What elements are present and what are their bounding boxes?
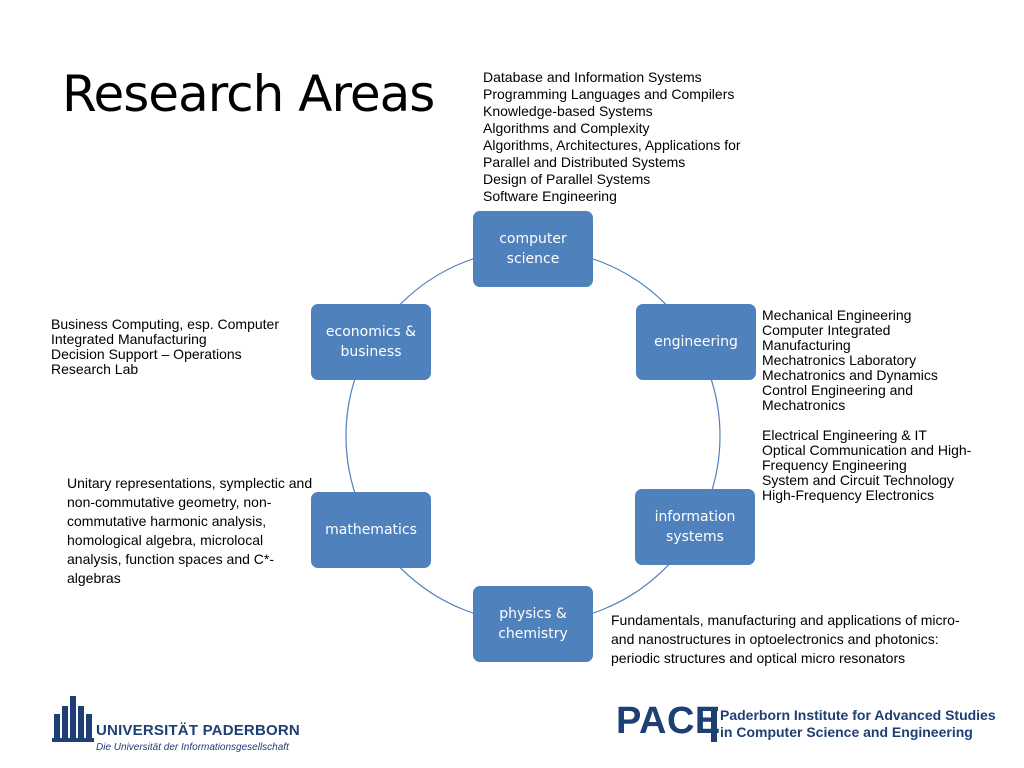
university-tagline: Die Universität der Informationsgesellsc… xyxy=(96,742,289,753)
topic-line: Decision Support – Operations xyxy=(51,346,242,362)
topic-line: Mechanical Engineering xyxy=(762,307,912,323)
topic-line: Manufacturing xyxy=(762,337,851,353)
physics-topics-text: Fundamentals, manufacturing and applicat… xyxy=(611,612,960,666)
mathematics-topics: Unitary representations, symplectic and … xyxy=(67,474,317,588)
node-engineering: engineering xyxy=(636,304,756,380)
topic-line: Control Engineering and xyxy=(762,382,913,398)
node-computer-science: computer science xyxy=(473,211,593,287)
topic-line: Business Computing, esp. Computer xyxy=(51,316,279,332)
topic-line: Mechatronics xyxy=(762,397,846,413)
topic-line: Database and Information Systems xyxy=(483,69,702,85)
node-mathematics: mathematics xyxy=(311,492,431,568)
topic-line: Research Lab xyxy=(51,361,139,377)
pace-line-2: in Computer Science and Engineering xyxy=(720,724,973,740)
pace-divider xyxy=(711,709,717,742)
topic-line: Electrical Engineering & IT xyxy=(762,427,927,443)
topic-line: Design of Parallel Systems xyxy=(483,171,651,187)
engineering-topics: Mechanical Engineering Computer Integrat… xyxy=(762,308,938,413)
topic-line: High-Frequency Electronics xyxy=(762,487,934,503)
physics-topics: Fundamentals, manufacturing and applicat… xyxy=(611,611,961,668)
electrical-topics: Electrical Engineering & IT Optical Comm… xyxy=(762,428,971,503)
topic-line: Computer Integrated xyxy=(762,322,891,338)
topic-line: Integrated Manufacturing xyxy=(51,331,207,347)
topic-line: System and Circuit Technology xyxy=(762,472,954,488)
computer-science-topics: Database and Information Systems Program… xyxy=(483,69,741,205)
topic-line: Optical Communication and High- xyxy=(762,442,972,458)
mathematics-topics-text: Unitary representations, symplectic and … xyxy=(67,475,313,586)
pace-logo: PACE Paderborn Institute for Advanced St… xyxy=(616,700,996,748)
pace-institute-name: Paderborn Institute for Advanced Studies… xyxy=(720,707,996,741)
university-name: UNIVERSITÄT PADERBORN xyxy=(96,722,300,739)
topic-line: Mechatronics and Dynamics xyxy=(762,367,938,383)
topic-line: Mechatronics Laboratory xyxy=(762,352,917,368)
slide-title: Research Areas xyxy=(62,65,435,123)
topic-line: Frequency Engineering xyxy=(762,457,907,473)
economics-topics: Business Computing, esp. Computer Integr… xyxy=(51,317,279,377)
topic-line: Algorithms and Complexity xyxy=(483,120,650,136)
node-information-systems: information systems xyxy=(635,489,755,565)
node-economics-business: economics & business xyxy=(311,304,431,380)
topic-line: Knowledge-based Systems xyxy=(483,103,653,119)
university-emblem-icon xyxy=(52,696,94,742)
node-physics-chemistry: physics & chemistry xyxy=(473,586,593,662)
topic-line: Algorithms, Architectures, Applications … xyxy=(483,137,741,153)
topic-line: Parallel and Distributed Systems xyxy=(483,154,686,170)
topic-line: Programming Languages and Compilers xyxy=(483,86,735,102)
pace-line-1: Paderborn Institute for Advanced Studies xyxy=(720,707,996,723)
university-logo: UNIVERSITÄT PADERBORN Die Universität de… xyxy=(52,692,300,754)
pace-acronym: PACE xyxy=(616,700,721,742)
topic-line: Software Engineering xyxy=(483,188,617,204)
